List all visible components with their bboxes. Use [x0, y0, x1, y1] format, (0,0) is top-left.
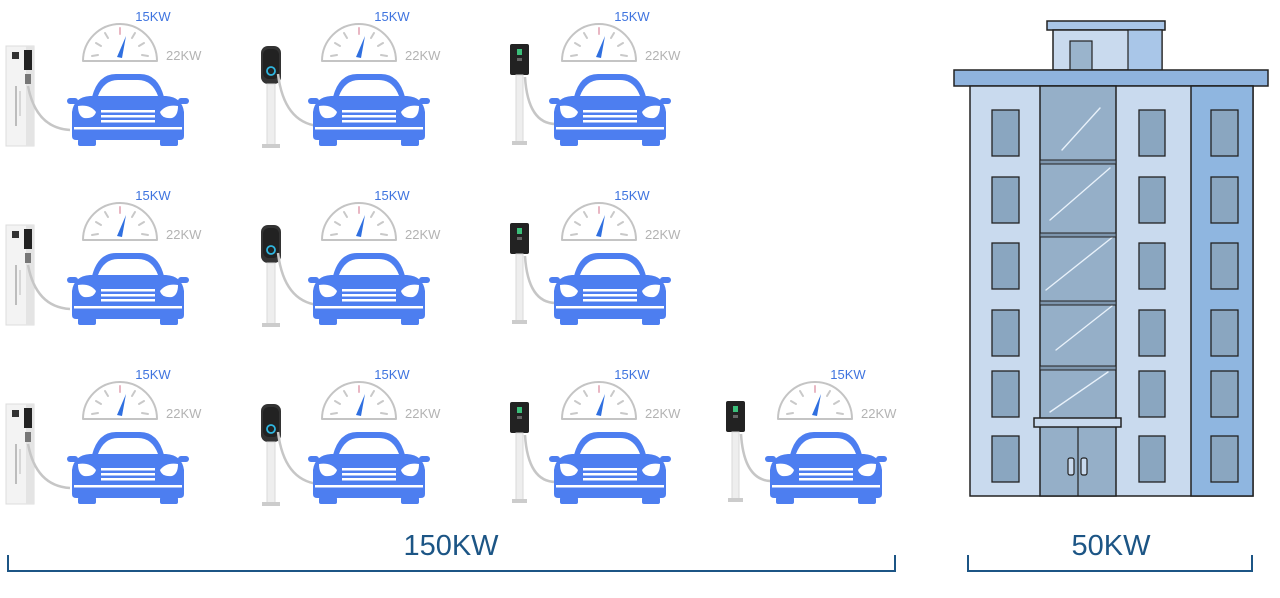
- charging-unit: 15KW 22KW: [724, 367, 897, 504]
- charging-unit: 15KW 22KW: [4, 188, 202, 327]
- current-power-label: 15KW: [374, 367, 410, 382]
- max-power-label: 22KW: [861, 406, 897, 421]
- current-power-label: 15KW: [614, 9, 650, 24]
- charging-unit: 15KW 22KW: [259, 188, 441, 329]
- building-bracket: [967, 555, 1253, 572]
- chargers-total-label: 150KW: [403, 530, 499, 562]
- charging-unit: 15KW 22KW: [259, 367, 441, 508]
- car-icon: [549, 253, 671, 325]
- charger-icon: [508, 221, 558, 326]
- building-window: [1138, 370, 1166, 418]
- building-window: [1210, 370, 1239, 418]
- car-icon: [549, 432, 671, 504]
- charging-unit: 15KW 22KW: [4, 9, 202, 148]
- max-power-label: 22KW: [166, 227, 202, 242]
- current-power-label: 15KW: [135, 9, 171, 24]
- charging-unit: 15KW 22KW: [508, 9, 681, 147]
- car-icon: [765, 432, 887, 504]
- max-power-label: 22KW: [645, 406, 681, 421]
- building-window: [1138, 176, 1166, 224]
- building-window: [991, 109, 1020, 157]
- car-icon: [67, 253, 189, 325]
- charger-icon: [259, 223, 320, 329]
- building-floor-band: [1039, 159, 1117, 165]
- building-floor-band: [1039, 232, 1117, 238]
- charger-icon: [724, 399, 774, 504]
- gauge-icon: [777, 381, 853, 420]
- charging-unit: 15KW 22KW: [508, 188, 681, 326]
- gauge-icon: [561, 23, 637, 62]
- max-power-label: 22KW: [166, 48, 202, 63]
- charger-icon: [4, 44, 72, 148]
- max-power-label: 22KW: [645, 48, 681, 63]
- building-window: [1210, 309, 1239, 357]
- max-power-label: 22KW: [405, 48, 441, 63]
- building-window: [1138, 109, 1166, 157]
- charging-unit: 15KW 22KW: [508, 367, 681, 505]
- charger-icon: [508, 42, 558, 147]
- charger-icon: [4, 402, 72, 506]
- car-icon: [67, 432, 189, 504]
- car-icon: [308, 432, 430, 504]
- current-power-label: 15KW: [135, 367, 171, 382]
- building-window: [991, 309, 1020, 357]
- charging-unit: 15KW 22KW: [259, 9, 441, 150]
- building-window: [1138, 435, 1166, 483]
- chargers-bracket: [7, 555, 896, 572]
- charger-icon: [508, 400, 558, 505]
- building-window: [991, 370, 1020, 418]
- building-window: [1210, 435, 1239, 483]
- max-power-label: 22KW: [645, 227, 681, 242]
- building-window: [1210, 242, 1239, 290]
- building-icon: [953, 20, 1269, 497]
- current-power-label: 15KW: [830, 367, 866, 382]
- gauge-icon: [82, 202, 158, 241]
- building-window: [991, 435, 1020, 483]
- building-window: [1210, 176, 1239, 224]
- charger-icon: [259, 402, 320, 508]
- gauge-icon: [82, 381, 158, 420]
- max-power-label: 22KW: [405, 406, 441, 421]
- building-window: [1138, 309, 1166, 357]
- gauge-icon: [82, 23, 158, 62]
- current-power-label: 15KW: [374, 9, 410, 24]
- building-total-label: 50KW: [1072, 530, 1152, 562]
- gauge-icon: [321, 202, 397, 241]
- max-power-label: 22KW: [405, 227, 441, 242]
- gauge-icon: [561, 381, 637, 420]
- building-window: [1210, 109, 1239, 157]
- building-window: [991, 176, 1020, 224]
- current-power-label: 15KW: [614, 367, 650, 382]
- gauge-icon: [321, 23, 397, 62]
- gauge-icon: [561, 202, 637, 241]
- current-power-label: 15KW: [374, 188, 410, 203]
- car-icon: [308, 74, 430, 146]
- charger-icon: [259, 44, 320, 150]
- gauge-icon: [321, 381, 397, 420]
- charger-icon: [4, 223, 72, 327]
- building-window: [991, 242, 1020, 290]
- building-floor-band: [1039, 365, 1117, 371]
- current-power-label: 15KW: [614, 188, 650, 203]
- max-power-label: 22KW: [166, 406, 202, 421]
- car-icon: [67, 74, 189, 146]
- car-icon: [549, 74, 671, 146]
- building-window: [1138, 242, 1166, 290]
- building-floor-band: [1039, 300, 1117, 306]
- car-icon: [308, 253, 430, 325]
- current-power-label: 15KW: [135, 188, 171, 203]
- charging-unit: 15KW 22KW: [4, 367, 202, 506]
